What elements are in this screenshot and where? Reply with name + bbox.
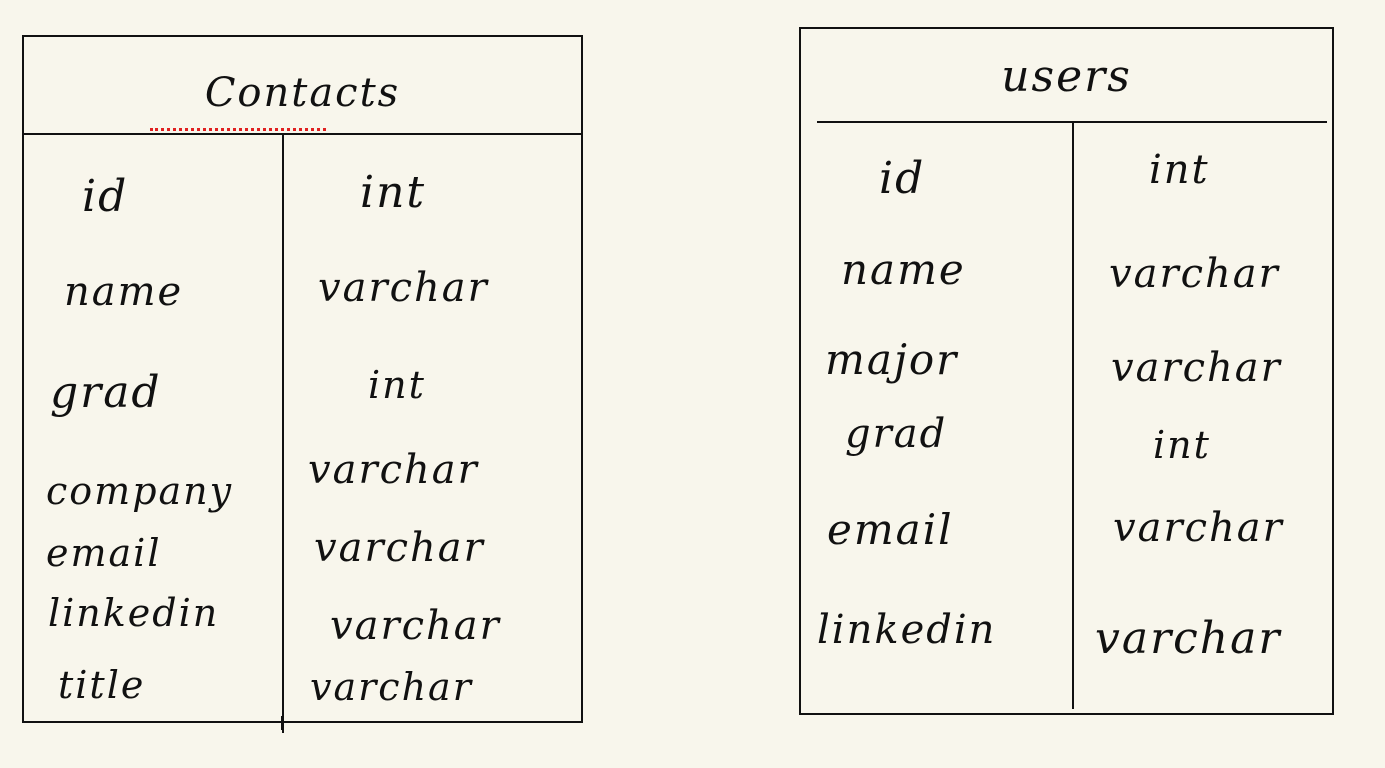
contacts-field-name: id (82, 171, 129, 222)
contacts-field-name: name (64, 269, 184, 315)
users-field-name: email (827, 505, 954, 554)
contacts-column-divider-tail (281, 716, 283, 730)
contacts-column-divider (282, 135, 284, 733)
spellcheck-underline (150, 128, 326, 131)
users-field-name: name (841, 245, 966, 294)
contacts-field-type: varchar (314, 525, 485, 571)
contacts-field-name: title (58, 663, 146, 707)
contacts-field-name: linkedin (48, 591, 220, 635)
contacts-field-type: varchar (330, 603, 501, 649)
contacts-field-name: email (46, 531, 162, 575)
contacts-field-type: int (368, 363, 426, 407)
contacts-table: Contacts id int name varchar grad int co… (22, 35, 583, 733)
contacts-field-name: grad (50, 367, 162, 418)
users-field-type: varchar (1113, 505, 1284, 551)
contacts-field-type: varchar (310, 665, 473, 709)
users-field-name: id (879, 153, 926, 204)
users-table: users id int name varchar major varchar … (799, 27, 1334, 715)
users-header-divider (817, 121, 1327, 123)
users-field-type: varchar (1111, 345, 1282, 391)
users-field-type: varchar (1109, 251, 1280, 297)
users-field-name: linkedin (817, 607, 997, 653)
users-field-type: varchar (1095, 613, 1282, 664)
contacts-field-name: company (46, 469, 234, 513)
users-column-divider (1072, 123, 1074, 709)
users-field-name: grad (845, 411, 948, 457)
users-field-name: major (825, 335, 959, 384)
contacts-header-divider (24, 133, 583, 135)
users-table-title: users (1001, 51, 1132, 102)
users-field-type: int (1149, 147, 1210, 193)
users-field-type: int (1153, 423, 1211, 467)
contacts-table-title: Contacts (204, 70, 401, 116)
contacts-field-type: varchar (308, 447, 479, 493)
contacts-field-type: varchar (318, 265, 489, 311)
contacts-field-type: int (360, 167, 427, 218)
